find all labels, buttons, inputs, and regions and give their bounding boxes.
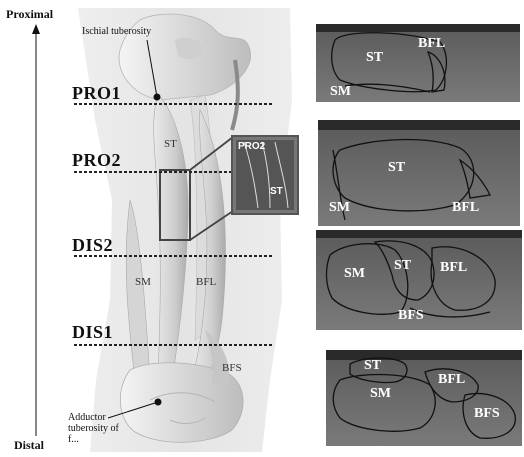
annotation-adductor-line3: f... xyxy=(68,434,119,445)
level-label-dis1: DIS1 xyxy=(72,322,113,343)
level-label-pro2: PRO2 xyxy=(72,150,121,171)
us-dis2-label-bfs: BFS xyxy=(398,308,424,324)
model-label-bfl: BFL xyxy=(196,276,216,288)
us-pro1-label-bfl: BFL xyxy=(418,36,445,52)
annotation-adductor-tuberosity: Adductor tuberosity of f... xyxy=(68,412,119,445)
us-dis2-label-bfl: BFL xyxy=(440,260,467,276)
model-label-bfs: BFS xyxy=(222,362,242,374)
inset-label-muscle: ST xyxy=(270,186,283,197)
us-pro2-label-bfl: BFL xyxy=(452,200,479,216)
annotation-adductor-line1: Adductor xyxy=(68,412,119,423)
level-label-pro1: PRO1 xyxy=(72,83,121,104)
axis-label-distal: Distal xyxy=(14,438,44,453)
us-dis1-label-bfs: BFS xyxy=(474,406,500,422)
us-dis1-label-st: ST xyxy=(364,358,381,374)
us-pro2-label-st: ST xyxy=(388,160,405,176)
axis-arrow-head xyxy=(32,24,40,34)
us-dis2-label-st: ST xyxy=(394,258,411,274)
us-pro1-label-st: ST xyxy=(366,50,383,66)
us-dis1-label-sm: SM xyxy=(370,386,391,402)
us-dis2-label-sm: SM xyxy=(344,266,365,282)
level-label-dis2: DIS2 xyxy=(72,235,113,256)
inset-label-level: PRO2 xyxy=(238,141,265,152)
model-label-st: ST xyxy=(164,138,177,150)
us-pro1-label-sm: SM xyxy=(330,84,351,100)
model-label-sm: SM xyxy=(135,276,151,288)
ischial-tuberosity-marker xyxy=(154,94,161,101)
us-panel-dis1 xyxy=(326,350,522,446)
annotation-adductor-line2: tuberosity of xyxy=(68,423,119,434)
annotation-ischial-tuberosity: Ischial tuberosity xyxy=(82,26,151,37)
us-pro2-label-sm: SM xyxy=(329,200,350,216)
axis-label-proximal: Proximal xyxy=(6,7,53,22)
us-dis1-label-bfl: BFL xyxy=(438,372,465,388)
adductor-tuberosity-marker xyxy=(155,399,162,406)
